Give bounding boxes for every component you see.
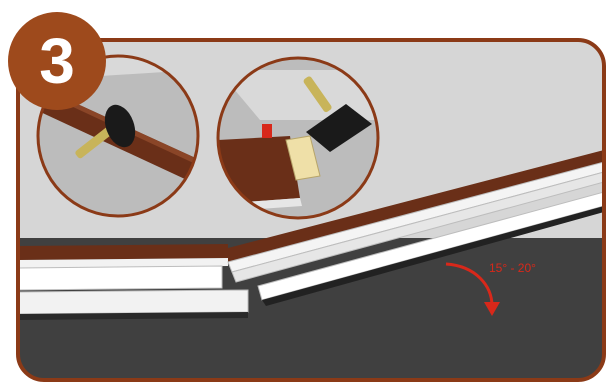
step-number-badge: 3 xyxy=(8,12,106,110)
angle-label: 15° - 20° xyxy=(489,261,536,275)
step-number: 3 xyxy=(39,29,75,93)
installed-planks xyxy=(18,244,248,320)
detail-inset-tapping-block xyxy=(218,58,378,218)
